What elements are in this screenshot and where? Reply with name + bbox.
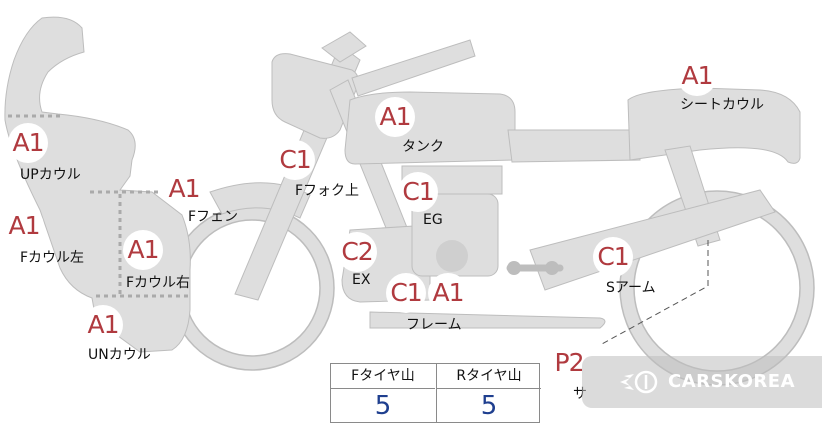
grade-badge-frame-c: C1 <box>386 273 426 313</box>
grade-badge-f-fender: A1 <box>164 169 204 209</box>
grade-badge-un-cowl: A1 <box>83 305 123 345</box>
front-tire-header: Fタイヤ山 <box>331 364 435 389</box>
front-tire-value: 5 <box>374 391 392 421</box>
rear-tire-value: 5 <box>436 389 541 423</box>
seat-cowl-shape <box>627 87 801 164</box>
watermark-text: CARSKOREA <box>668 371 795 392</box>
lower-frame-shape <box>369 311 606 329</box>
rear-tire-header: Rタイヤ山 <box>436 364 541 389</box>
muffler-leader-line <box>599 240 709 346</box>
label-f-cowl-right: Fカウル右 <box>126 275 191 291</box>
grade-badge-engine: C1 <box>398 172 438 212</box>
label-f-fender: Fフェン <box>188 209 239 225</box>
footpeg-right-shape <box>545 261 559 275</box>
label-swingarm: Sアーム <box>606 280 656 296</box>
label-seat-cowl: シートカウル <box>680 97 764 113</box>
carskorea-logo-icon <box>620 370 658 394</box>
label-exhaust: EX <box>352 272 371 288</box>
headlight-shape <box>271 53 359 139</box>
grade-badge-frame-a: A1 <box>428 273 468 313</box>
grade-badge-f-fork-upper: C1 <box>275 140 315 180</box>
grade-badge-f-cowl-right: A1 <box>123 230 163 270</box>
label-tank: タンク <box>402 139 444 155</box>
grade-badge-f-cowl-left: A1 <box>4 206 44 246</box>
grade-badge-up-cowl: A1 <box>8 123 48 163</box>
engine-cover-shape <box>436 240 468 272</box>
label-engine: EG <box>423 212 443 228</box>
grade-badge-exhaust: C2 <box>337 232 377 272</box>
grade-badge-tank: A1 <box>375 97 415 137</box>
seat-shape <box>507 129 641 163</box>
footpeg-left-shape <box>507 261 521 275</box>
label-frame: フレーム <box>406 317 462 333</box>
label-up-cowl: UPカウル <box>20 167 81 183</box>
grade-badge-seat-cowl: A1 <box>677 56 717 96</box>
swingarm-shape <box>529 189 776 291</box>
tire-tread-table: Fタイヤ山 Rタイヤ山 5 5 <box>330 363 541 423</box>
handlebar-shape <box>321 31 367 63</box>
cowl-shape <box>4 16 191 353</box>
label-f-cowl-left: Fカウル左 <box>20 250 85 266</box>
label-f-fork-upper: Fフォク上 <box>295 183 360 199</box>
grade-badge-swingarm: C1 <box>593 237 633 277</box>
watermark: CARSKOREA <box>582 356 822 408</box>
label-un-cowl: UNカウル <box>88 347 151 363</box>
frame-top-tube-shape <box>351 39 476 97</box>
